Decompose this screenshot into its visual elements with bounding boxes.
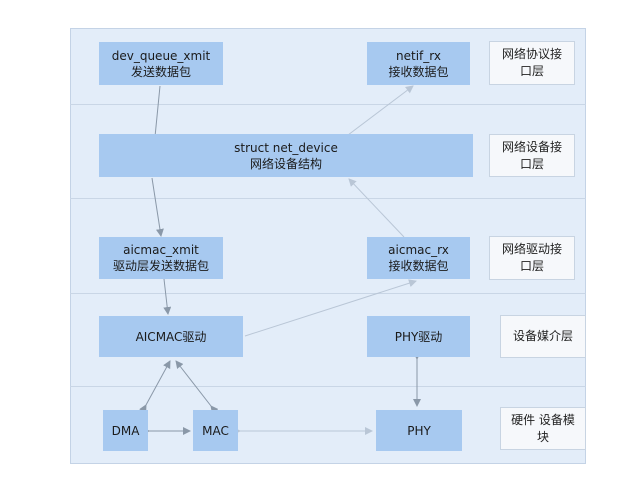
node-label: struct net_device [234, 140, 338, 155]
layer-text: 网络驱动接 [501, 242, 562, 256]
node-phy-driver: PHY驱动 [367, 316, 470, 357]
node-sublabel: 接收数据包 [388, 259, 449, 273]
node-label: PHY [407, 423, 431, 438]
node-mac: MAC [193, 410, 238, 451]
layer-label-protocol: 网络协议接 口层 [489, 41, 575, 85]
layer-text: 硬件 设备模 [511, 412, 575, 427]
node-sublabel: 发送数据包 [130, 64, 191, 79]
node-label: DMA [111, 423, 140, 438]
node-label: MAC [202, 423, 229, 438]
node-label: PHY驱动 [394, 329, 443, 344]
node-aicmac-rx: aicmac_rx 接收数据包 [367, 237, 470, 279]
layer-text: 块 [536, 429, 549, 444]
node-sublabel: 接收数据包 [388, 64, 449, 79]
band-divider [70, 293, 586, 294]
band-divider [70, 386, 586, 387]
node-label: netif_rx [396, 48, 441, 63]
node-label: dev_queue_xmit [111, 48, 211, 63]
band-divider [70, 104, 586, 105]
node-label: AICMAC驱动 [135, 329, 207, 344]
node-netif-rx: netif_rx 接收数据包 [367, 42, 470, 85]
layer-text: 网络设备接 [501, 139, 562, 154]
layer-label-device: 网络设备接 口层 [489, 134, 575, 177]
layer-text: 口层 [519, 156, 544, 171]
node-label: aicmac_xmit [123, 243, 199, 257]
layer-text: 网络协议接 [501, 47, 562, 61]
node-dma: DMA [103, 410, 148, 451]
node-aicmac-driver: AICMAC驱动 [99, 316, 243, 357]
node-dev-queue-xmit: dev_queue_xmit 发送数据包 [99, 42, 223, 85]
node-sublabel: 网络设备结构 [249, 156, 322, 171]
layer-text: 口层 [519, 64, 544, 78]
node-aicmac-xmit: aicmac_xmit 驱动层发送数据包 [99, 237, 223, 279]
node-phy: PHY [376, 410, 462, 451]
band-divider [70, 198, 586, 199]
layer-label-media: 设备媒介层 [500, 315, 586, 358]
node-net-device: struct net_device 网络设备结构 [99, 134, 473, 177]
node-label: aicmac_rx [388, 243, 449, 257]
layer-text: 设备媒介层 [512, 329, 573, 343]
node-sublabel: 驱动层发送数据包 [112, 259, 209, 273]
layer-label-driver: 网络驱动接 口层 [489, 236, 575, 280]
layer-label-hardware: 硬件 设备模 块 [500, 407, 586, 450]
layer-text: 口层 [519, 259, 544, 273]
